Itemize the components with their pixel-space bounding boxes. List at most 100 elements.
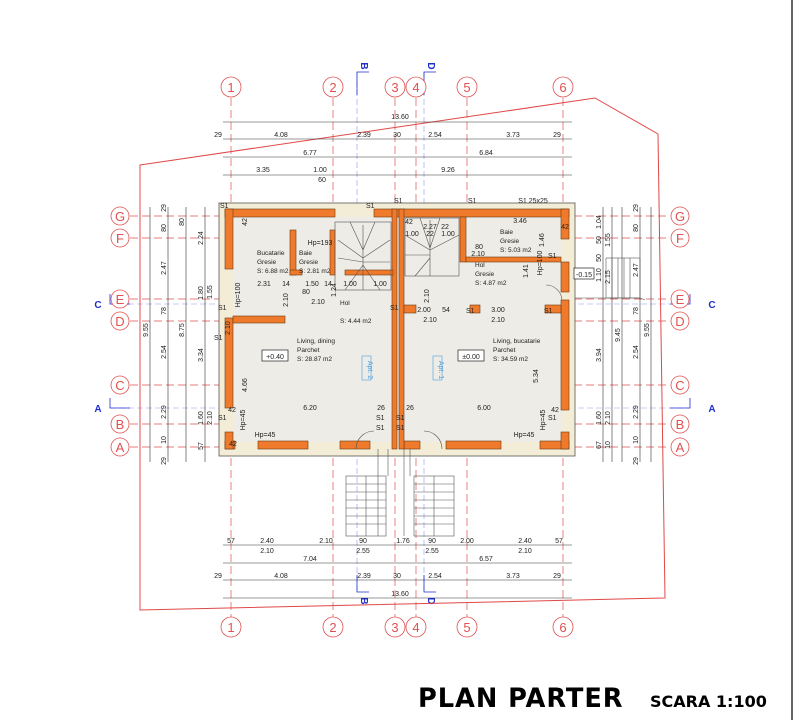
dimension-label: 14 xyxy=(282,281,290,288)
room-name: Baie xyxy=(500,229,513,236)
dimension-label: 5.34 xyxy=(533,369,540,383)
dimension-label: 6.57 xyxy=(479,556,493,563)
annotation: Hp=100 xyxy=(235,283,242,308)
section-marker-D: D xyxy=(425,597,436,604)
dimension-label: 42 xyxy=(229,441,237,448)
column-tag: S1 xyxy=(468,198,477,205)
dimension-label: 2.54 xyxy=(161,345,168,359)
dimension-label: 2.10 xyxy=(311,299,325,306)
dimension-lines xyxy=(149,121,652,599)
dimension-label: 2.29 xyxy=(161,405,168,419)
dimension-label: 22 xyxy=(441,224,449,231)
column-tag: S1 xyxy=(466,308,475,315)
apartment-frame xyxy=(432,355,443,381)
dimension-label: 3.73 xyxy=(506,132,520,139)
level-label: +0.40 xyxy=(266,354,284,361)
annotation: S1 25x25 xyxy=(518,198,548,205)
annotation: Hp=100 xyxy=(537,251,544,276)
axis-label-A: A xyxy=(676,440,685,455)
dimension-label: 2.47 xyxy=(633,263,640,277)
column-tag: S1 xyxy=(390,305,399,312)
dimension-label: 2.10 xyxy=(491,317,505,324)
dimension-label: 13.60 xyxy=(391,591,409,598)
dimension-label: 6.84 xyxy=(479,150,493,157)
apartment-frame xyxy=(361,355,372,381)
dimension-label: 42 xyxy=(405,219,413,226)
dimension-label: 30 xyxy=(393,573,401,580)
column-tag: S1 xyxy=(548,415,557,422)
axis-bubble xyxy=(405,76,427,98)
axis-bubble xyxy=(110,375,130,395)
dimension-label: 2.24 xyxy=(198,231,205,245)
axis-label-2: 2 xyxy=(329,620,336,635)
axis-bubble xyxy=(220,616,242,638)
dimension-label: 50 xyxy=(596,254,603,262)
dimension-label: 2.00 xyxy=(460,538,474,545)
dimension-label: 2.10 xyxy=(260,548,274,555)
apartment-label: Apt. 1 xyxy=(437,361,444,379)
dimension-label: 4.08 xyxy=(274,573,288,580)
annotation: Hp=193 xyxy=(308,240,333,247)
dimension-label: 42 xyxy=(228,407,236,414)
dimension-label: 2.39 xyxy=(357,132,371,139)
axis-label-G: G xyxy=(675,209,685,224)
axis-bubble xyxy=(110,437,130,457)
room-name: Hol xyxy=(340,300,350,307)
axis-bubble xyxy=(110,414,130,434)
section-marker-B: B xyxy=(358,597,369,604)
dimension-label: 1.00 xyxy=(313,167,327,174)
dimension-label: 1.00 xyxy=(405,231,419,238)
dimension-label: 42 xyxy=(242,218,249,226)
dimension-label: 4.08 xyxy=(274,132,288,139)
dimension-label: 1.50 xyxy=(305,281,319,288)
dimension-label: 8.75 xyxy=(179,323,186,337)
dimension-label: 1.80 xyxy=(198,286,205,300)
room-area: S: 4.44 m2 xyxy=(340,318,372,325)
axis-label-D: D xyxy=(675,314,684,329)
level-label: -0.15 xyxy=(576,272,592,279)
dimension-label: 22 xyxy=(426,231,434,238)
dimension-label: 2.10 xyxy=(319,538,333,545)
annotation: Hp=45 xyxy=(255,432,276,439)
room-finish: Gresie xyxy=(257,259,277,266)
dimension-label: 2.54 xyxy=(633,345,640,359)
column-tag: S1 xyxy=(214,335,223,342)
column-tag: S1 xyxy=(548,253,557,260)
annotation: Hp=45 xyxy=(240,409,247,430)
dimension-label: 1.55 xyxy=(605,233,612,247)
room-finish: Parchet xyxy=(493,347,516,354)
dimension-label: 2.15 xyxy=(605,270,612,284)
dimension-label: 29 xyxy=(553,132,561,139)
dimension-label: 6.77 xyxy=(303,150,317,157)
dimension-label: 29 xyxy=(633,204,640,212)
walls xyxy=(224,208,570,450)
room-name: Living, dining xyxy=(297,338,335,345)
axis-bubble xyxy=(456,76,478,98)
dimension-label: 10 xyxy=(633,436,640,444)
dimension-label: 6.00 xyxy=(477,405,491,412)
dimension-label: 1.00 xyxy=(373,281,387,288)
axis-bubble xyxy=(384,76,406,98)
dimension-label: 29 xyxy=(214,573,222,580)
axis-bubble xyxy=(110,228,130,248)
dimension-label: 29 xyxy=(161,204,168,212)
dimension-label: 10 xyxy=(605,441,612,449)
drawing-title: PLAN PARTER xyxy=(418,683,624,714)
dimension-label: 1.41 xyxy=(523,264,530,278)
section-marker-B: B xyxy=(358,62,369,69)
room-area: S: 4.87 m2 xyxy=(475,280,507,287)
dimension-label: 57 xyxy=(555,538,563,545)
dimension-label: 2.10 xyxy=(207,411,214,425)
dimension-label: 7.04 xyxy=(303,556,317,563)
dimension-label: 3.35 xyxy=(256,167,270,174)
dimension-label: 80 xyxy=(302,289,310,296)
axis-label-4: 4 xyxy=(412,80,419,95)
dimension-label: 29 xyxy=(214,132,222,139)
dimension-label: 6.20 xyxy=(303,405,317,412)
annotation: Hp=45 xyxy=(514,432,535,439)
dimension-label: 29 xyxy=(161,457,168,465)
room-finish: Gresie xyxy=(299,259,319,266)
frame-border xyxy=(791,0,793,720)
axis-bubble xyxy=(670,311,690,331)
axis-bubble xyxy=(110,289,130,309)
